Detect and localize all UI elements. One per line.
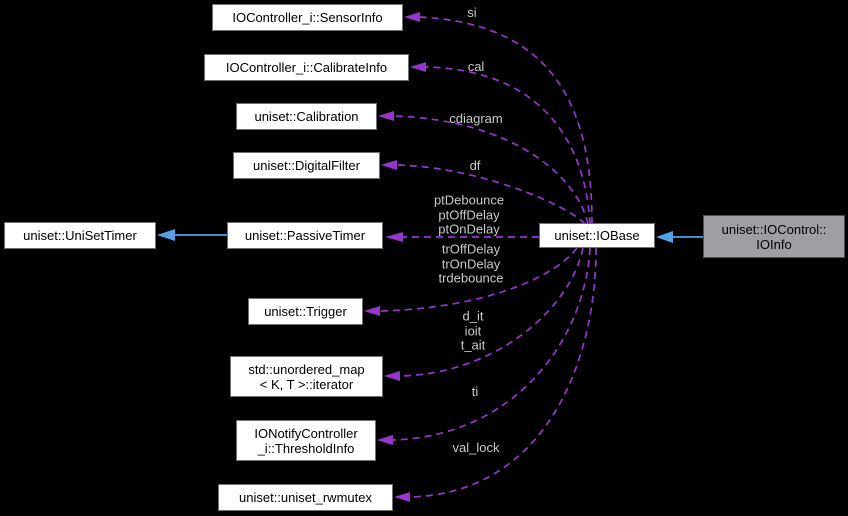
arrowhead-rwmutex (394, 492, 410, 502)
arrowhead-digitalfilter (381, 160, 397, 170)
node-iocontroller-i-sensorinfo[interactable]: IOController_i::SensorInfo (212, 4, 403, 31)
edge-label-ti: ti (471, 383, 479, 399)
edge-label-val-lock: val_lock (452, 439, 500, 455)
edge-iobase-rwmutex (394, 247, 597, 502)
node-uniset-passivetimer[interactable]: uniset::PassiveTimer (227, 222, 383, 249)
node-uniset-iocontrol-ioinfo: uniset::IOControl:: IOInfo (703, 215, 845, 258)
edge-iobase-calibration (378, 111, 589, 225)
arrowhead-thresholdinfo (377, 435, 393, 445)
edge-passivetimer-unisettimer (157, 229, 227, 241)
node-std-unordered-map-iterator[interactable]: std::unordered_map < K, T >::iterator (230, 356, 383, 397)
arrowhead-calibration (378, 111, 394, 121)
arrowhead-unisettimer (157, 229, 175, 241)
edge-label-pt-timers: ptDebounce ptOffDelay ptOnDelay (433, 192, 505, 237)
edge-iobase-digitalfilter (381, 160, 586, 225)
arrowhead-passivetimer (385, 232, 403, 242)
node-uniset-uniset-rwmutex[interactable]: uniset::uniset_rwmutex (218, 484, 393, 511)
edge-label-cal: cal (467, 58, 485, 74)
edge-iobase-trigger (364, 247, 578, 316)
edge-iobase-sensorinfo (404, 12, 593, 225)
node-ionotifycontroller-i-thresholdinfo[interactable]: IONotifyController _i::ThresholdInfo (236, 420, 376, 461)
node-iocontroller-i-calibrateinfo[interactable]: IOController_i::CalibrateInfo (204, 54, 409, 81)
arrowhead-sensorinfo (404, 12, 420, 22)
edge-label-tr-triggers: trOffDelay trOnDelay trdebounce (438, 241, 504, 286)
arrowhead-calibrateinfo (410, 62, 426, 72)
node-uniset-digitalfilter[interactable]: uniset::DigitalFilter (233, 152, 380, 179)
edge-iobase-calibrateinfo (410, 62, 591, 225)
edge-label-si: si (467, 4, 477, 20)
arrowhead-map-iterator (384, 371, 400, 381)
node-uniset-calibration[interactable]: uniset::Calibration (236, 103, 377, 130)
arrowhead-trigger (364, 306, 380, 316)
edge-label-ptdebounce-group: df (469, 157, 481, 173)
node-uniset-iobase[interactable]: uniset::IOBase (539, 223, 655, 248)
node-uniset-trigger[interactable]: uniset::Trigger (248, 298, 363, 325)
edge-iobase-map-iterator (384, 247, 584, 381)
edge-iobase-thresholdinfo (377, 247, 591, 445)
edge-iobase-passivetimer (385, 232, 539, 242)
edge-label-cdiagram: cdiagram (449, 110, 503, 126)
arrowhead-iobase (656, 231, 673, 243)
edge-ioinfo-iobase (656, 231, 703, 243)
node-uniset-unisettimer[interactable]: uniset::UniSetTimer (4, 222, 156, 249)
edge-label-iterators: d_it ioit t_ait (460, 308, 486, 353)
